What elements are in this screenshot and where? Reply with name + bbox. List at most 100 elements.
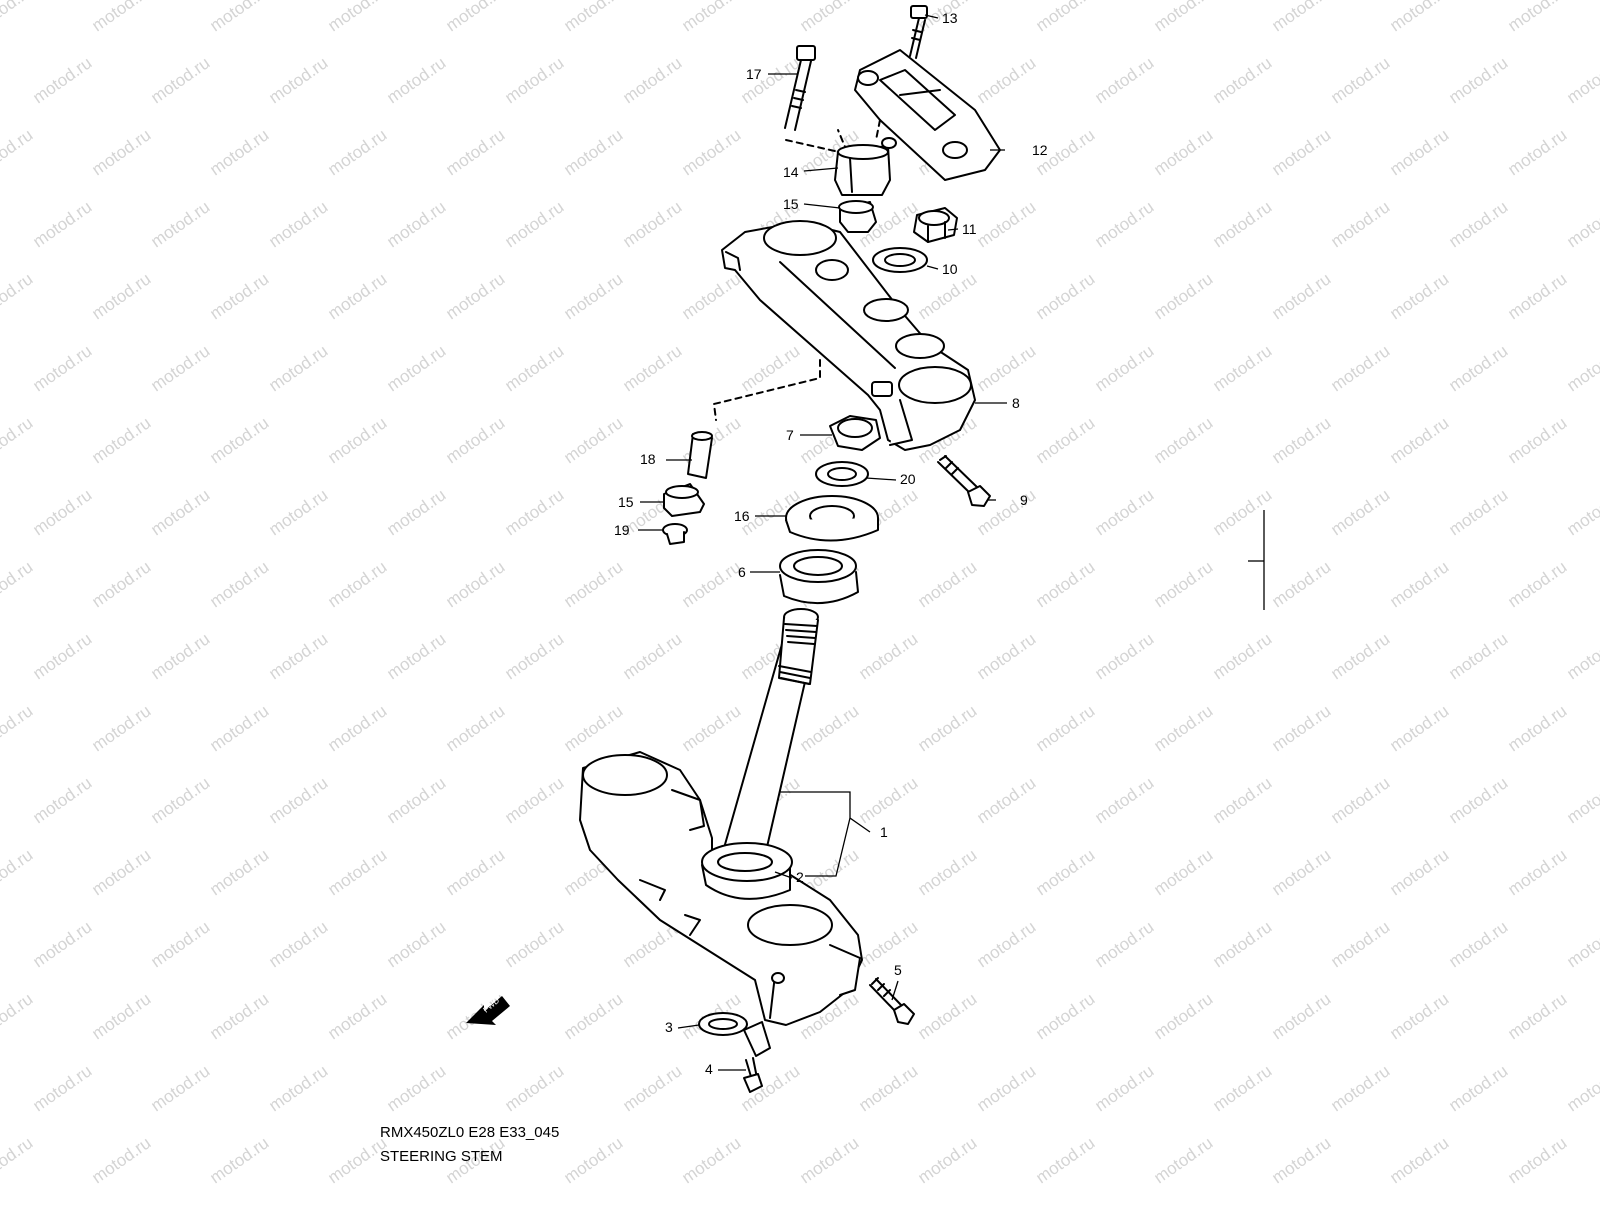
watermark-text: motod.ru: [1150, 701, 1216, 755]
watermark-text: motod.ru: [383, 629, 449, 683]
watermark-text: motod.ru: [324, 0, 390, 35]
part-3-clamp: [698, 1012, 771, 1057]
watermark-text: motod.ru: [1327, 485, 1393, 539]
watermark-text: motod.ru: [1268, 125, 1334, 179]
watermark-text: motod.ru: [383, 341, 449, 395]
watermark-text: motod.ru: [442, 701, 508, 755]
watermark-text: motod.ru: [678, 701, 744, 755]
watermark-text: motod.ru: [1504, 0, 1570, 35]
watermark-text: motod.ru: [1386, 1133, 1452, 1187]
watermark-text: motod.ru: [560, 557, 626, 611]
watermark-text: motod.ru: [619, 1061, 685, 1115]
part-13-bolt: [909, 5, 928, 59]
callout-10: 10: [942, 261, 958, 277]
watermark-text: motod.ru: [914, 1133, 980, 1187]
watermark-text: motod.ru: [1209, 485, 1275, 539]
watermark-text: motod.ru: [914, 845, 980, 899]
watermark-text: motod.ru: [1091, 341, 1157, 395]
part-14-clamp-holder: [834, 137, 897, 196]
watermark-text: motod.ru: [1032, 701, 1098, 755]
callout-8: 8: [1012, 395, 1020, 411]
watermark-text: motod.ru: [1268, 557, 1334, 611]
watermark-text: motod.ru: [1504, 269, 1570, 323]
watermark-text: motod.ru: [1445, 917, 1511, 971]
watermark-text: motod.ru: [1032, 989, 1098, 1043]
watermark-text: motod.ru: [796, 701, 862, 755]
watermark-text: motod.ru: [1091, 485, 1157, 539]
callout-16: 16: [734, 508, 750, 524]
callout-18: 18: [640, 451, 656, 467]
watermark-text: motod.ru: [29, 629, 95, 683]
part-20-washer: [815, 461, 869, 487]
part-5-bolt: [869, 977, 915, 1025]
callout-15-upper: 15: [783, 196, 799, 212]
watermark-text: motod.ru: [1327, 917, 1393, 971]
watermark-text: motod.ru: [855, 629, 921, 683]
watermark-text: motod.ru: [973, 1061, 1039, 1115]
watermark-text: motod.ru: [88, 269, 154, 323]
watermark-text: motod.ru: [265, 1061, 331, 1115]
watermark-text: motod.ru: [206, 269, 272, 323]
watermark-text: motod.ru: [1150, 989, 1216, 1043]
watermark-text: motod.ru: [1268, 0, 1334, 35]
part-4-screw: [743, 1057, 763, 1093]
watermark-text: motod.ru: [678, 557, 744, 611]
watermark-text: motod.ru: [206, 845, 272, 899]
watermark-text: motod.ru: [1386, 701, 1452, 755]
watermark-text: motod.ru: [973, 917, 1039, 971]
watermark-text: motod.ru: [88, 413, 154, 467]
watermark-text: motod.ru: [560, 413, 626, 467]
watermark-text: motod.ru: [1504, 845, 1570, 899]
part-6-bearing: [779, 549, 859, 605]
watermark-text: motod.ru: [324, 413, 390, 467]
watermark-text: motod.ru: [206, 701, 272, 755]
watermark-text: motod.ru: [1504, 125, 1570, 179]
watermark-text: motod.ru: [29, 917, 95, 971]
callout-12: 12: [1032, 142, 1048, 158]
watermark-text: motod.ru: [1091, 917, 1157, 971]
callout-7: 7: [786, 427, 794, 443]
part-2-bearing: [701, 842, 793, 900]
watermark-text: motod.ru: [265, 485, 331, 539]
watermark-text: motod.ru: [206, 989, 272, 1043]
watermark-text: motod.ru: [737, 341, 803, 395]
callout-11: 11: [962, 221, 977, 237]
watermark-text: motod.ru: [1563, 773, 1600, 827]
watermark-text: motod.ru: [1563, 341, 1600, 395]
watermark-text: motod.ru: [383, 917, 449, 971]
watermark-text: motod.ru: [1386, 0, 1452, 35]
part-11-nut: [913, 207, 958, 243]
watermark-text: motod.ru: [1327, 197, 1393, 251]
watermark-text: motod.ru: [324, 125, 390, 179]
watermark-text: motod.ru: [383, 53, 449, 107]
watermark-text: motod.ru: [1268, 845, 1334, 899]
watermark-text: motod.ru: [1504, 557, 1570, 611]
watermark-text: motod.ru: [560, 1133, 626, 1187]
watermark-text: motod.ru: [501, 773, 567, 827]
watermark-text: motod.ru: [1150, 269, 1216, 323]
watermark-text: motod.ru: [501, 485, 567, 539]
watermark-text: motod.ru: [855, 1061, 921, 1115]
watermark-text: motod.ru: [442, 125, 508, 179]
watermark-text: motod.ru: [88, 989, 154, 1043]
watermark-text: motod.ru: [619, 53, 685, 107]
watermark-text: motod.ru: [1150, 125, 1216, 179]
watermark-text: motod.ru: [324, 701, 390, 755]
watermark-text: motod.ru: [1209, 197, 1275, 251]
watermark-text: motod.ru: [29, 773, 95, 827]
watermark-text: motod.ru: [147, 773, 213, 827]
watermark-text: motod.ru: [324, 557, 390, 611]
watermark-text: motod.ru: [1563, 917, 1600, 971]
watermark-text: motod.ru: [1150, 413, 1216, 467]
watermark-text: motod.ru: [1445, 1061, 1511, 1115]
watermark-text: motod.ru: [0, 0, 36, 35]
watermark-text: motod.ru: [0, 1133, 36, 1187]
watermark-text: motod.ru: [678, 269, 744, 323]
watermark-text: motod.ru: [1563, 485, 1600, 539]
watermark-text: motod.ru: [501, 629, 567, 683]
watermark-text: motod.ru: [678, 125, 744, 179]
part-19-collar: [662, 523, 688, 545]
watermark-text: motod.ru: [1150, 1133, 1216, 1187]
watermark-text: motod.ru: [855, 917, 921, 971]
watermark-text: motod.ru: [1386, 557, 1452, 611]
